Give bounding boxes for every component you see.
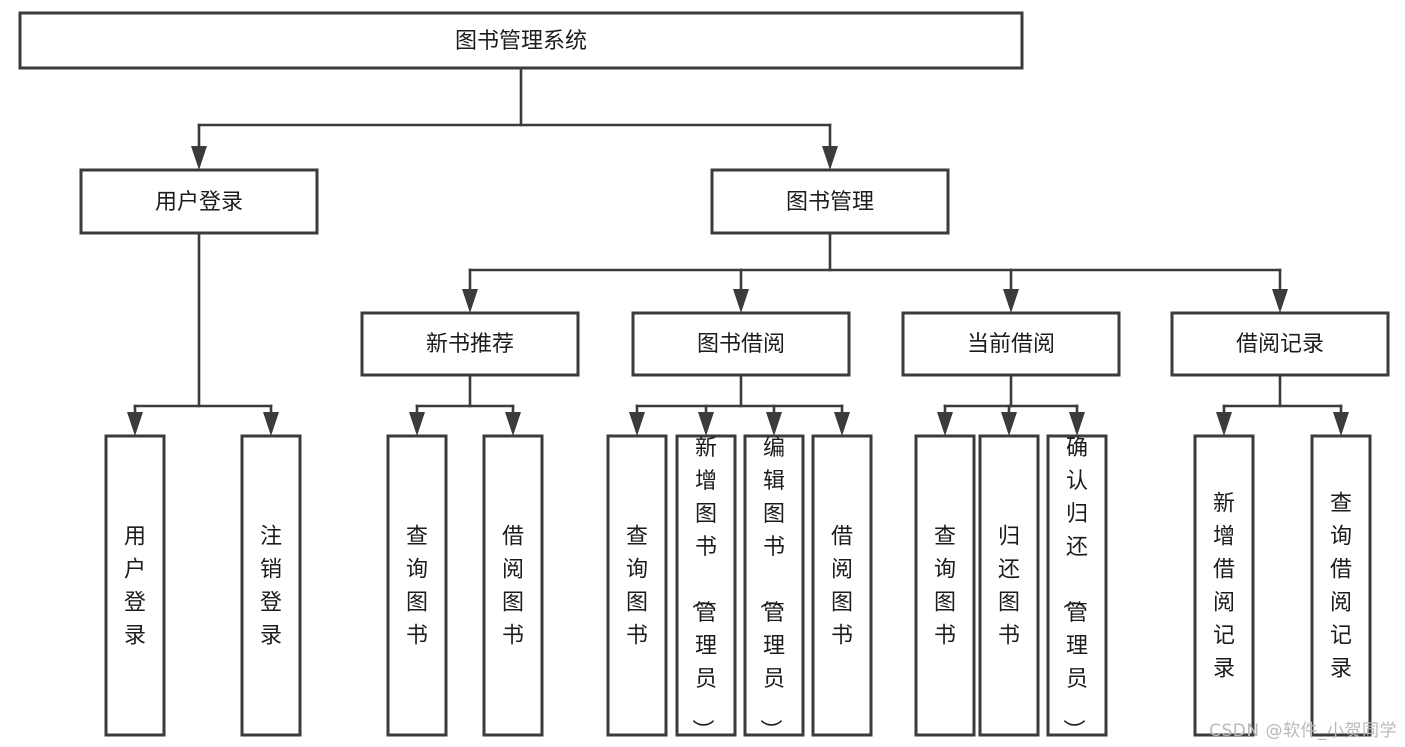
arrow-head-book-manage <box>822 146 838 170</box>
leaf-box[interactable] <box>1310 434 1372 737</box>
node-root-system[interactable]: 图书管理系统 <box>18 11 1024 70</box>
leaf-box[interactable] <box>743 434 805 737</box>
leaf-label: 用户登录 <box>124 524 146 648</box>
arrow-head-nb-leaf-1 <box>409 412 425 436</box>
leaf-node[interactable]: 编辑图书（管理员） <box>743 434 805 741</box>
leaf-label: 查询图书 <box>626 524 648 648</box>
node-current-borrow-label: 当前借阅 <box>967 332 1055 357</box>
leaf-label: 注销登录 <box>260 524 282 648</box>
leaf-box[interactable] <box>104 434 166 737</box>
arrow-head-book-borrow <box>733 289 749 313</box>
node-book-manage[interactable]: 图书管理 <box>710 168 950 235</box>
leaf-box[interactable] <box>1046 434 1108 737</box>
arrow-head-bb-leaf-1 <box>629 412 645 436</box>
arrow-head-cb-leaf-2 <box>1001 412 1017 436</box>
connectors-new-book-to-leaves <box>409 373 521 436</box>
connectors-book-borrow-to-leaves <box>629 373 850 436</box>
node-borrow-record-box[interactable] <box>1170 311 1390 377</box>
watermark-text: CSDN @软件_小贺同学 <box>1209 721 1397 741</box>
node-book-borrow-box[interactable] <box>631 311 851 377</box>
node-user-login[interactable]: 用户登录 <box>79 168 319 235</box>
arrow-head-br-leaf-2 <box>1333 412 1349 436</box>
arrow-head-cb-leaf-3 <box>1069 412 1085 436</box>
connectors-root-to-level2 <box>191 66 838 170</box>
leaf-box[interactable] <box>811 434 873 737</box>
leaf-label: 新增借阅记录 <box>1213 491 1235 681</box>
node-new-book-box[interactable] <box>360 311 580 377</box>
leaf-box[interactable] <box>240 434 302 737</box>
arrow-head-br-leaf-1 <box>1216 412 1232 436</box>
connectors-book-manage-to-level3 <box>462 231 1288 313</box>
connectors-borrow-record-to-leaves <box>1216 373 1349 436</box>
leaf-node[interactable]: 新增图书（管理员） <box>675 434 737 741</box>
leaf-box[interactable] <box>914 434 976 737</box>
leaf-box[interactable] <box>482 434 544 737</box>
node-book-borrow[interactable]: 图书借阅 <box>631 311 851 377</box>
node-book-borrow-label: 图书借阅 <box>697 332 785 357</box>
node-borrow-record-label: 借阅记录 <box>1236 332 1324 357</box>
leaf-box[interactable] <box>978 434 1040 737</box>
leaf-label: 借阅图书 <box>831 524 853 648</box>
arrow-head-borrow-record <box>1272 289 1288 313</box>
leaf-label: 编辑图书（管理员） <box>757 436 785 741</box>
arrow-head-bb-leaf-4 <box>834 412 850 436</box>
leaf-label: 确认归还（管理员） <box>1060 436 1088 741</box>
leaf-box[interactable] <box>386 434 448 737</box>
leaf-node[interactable]: 查询图书 <box>914 434 976 737</box>
arrow-head-user-login <box>191 146 207 170</box>
leaf-label: 新增图书（管理员） <box>689 436 717 741</box>
leaf-label: 查询图书 <box>934 524 956 648</box>
leaf-node[interactable]: 确认归还（管理员） <box>1046 434 1108 741</box>
node-new-book-label: 新书推荐 <box>426 332 514 357</box>
leaf-label: 查询图书 <box>406 524 428 648</box>
node-current-borrow-box[interactable] <box>901 311 1121 377</box>
leaf-node[interactable]: 查询图书 <box>606 434 668 737</box>
leaf-node[interactable]: 新增借阅记录 <box>1193 434 1255 737</box>
leaf-node[interactable]: 借阅图书 <box>482 434 544 737</box>
leaf-label: 查询借阅记录 <box>1330 491 1352 681</box>
leaf-box[interactable] <box>675 434 737 737</box>
arrow-head-current-borrow <box>1003 289 1019 313</box>
leaf-node[interactable]: 归还图书 <box>978 434 1040 737</box>
node-book-manage-label: 图书管理 <box>786 190 874 215</box>
connectors-user-login-to-leaves <box>127 231 279 436</box>
leaf-box[interactable] <box>1193 434 1255 737</box>
arrow-head-nb-leaf-2 <box>505 412 521 436</box>
node-root-box[interactable] <box>18 11 1024 70</box>
node-new-book-recommend[interactable]: 新书推荐 <box>360 311 580 377</box>
leaf-label: 归还图书 <box>998 524 1020 648</box>
arrow-head-bb-leaf-2 <box>698 412 714 436</box>
arrow-head-leaf-user-login <box>127 412 143 436</box>
node-user-login-box[interactable] <box>79 168 319 235</box>
arrow-head-new-book <box>462 289 478 313</box>
leaf-node[interactable]: 注销登录 <box>240 434 302 737</box>
node-book-manage-box[interactable] <box>710 168 950 235</box>
leaf-label: 借阅图书 <box>502 524 524 648</box>
arrow-head-bb-leaf-3 <box>766 412 782 436</box>
leaf-node[interactable]: 用户登录 <box>104 434 166 737</box>
connectors-current-borrow-to-leaves <box>937 373 1085 436</box>
arrow-head-cb-leaf-1 <box>937 412 953 436</box>
leaf-node[interactable]: 查询图书 <box>386 434 448 737</box>
node-borrow-record[interactable]: 借阅记录 <box>1170 311 1390 377</box>
arrow-head-leaf-logout <box>263 412 279 436</box>
leaf-node[interactable]: 借阅图书 <box>811 434 873 737</box>
leaf-box[interactable] <box>606 434 668 737</box>
leaf-node[interactable]: 查询借阅记录 <box>1310 434 1372 737</box>
node-current-borrow[interactable]: 当前借阅 <box>901 311 1121 377</box>
node-user-login-label: 用户登录 <box>155 190 243 215</box>
node-root-label: 图书管理系统 <box>455 29 587 54</box>
